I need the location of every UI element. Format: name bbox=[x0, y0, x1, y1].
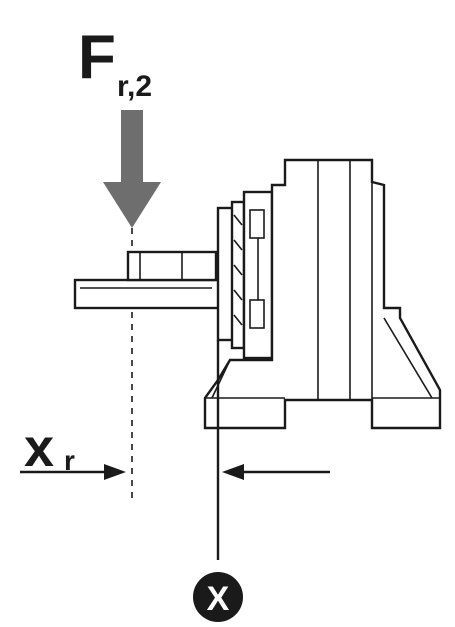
force-label-subscript: r,2 bbox=[117, 70, 152, 103]
force-arrow-head bbox=[103, 182, 161, 228]
shaft-flange bbox=[73, 278, 222, 310]
housing bbox=[203, 158, 442, 430]
force-arrow-shaft bbox=[121, 110, 143, 186]
force-arrow bbox=[103, 110, 161, 228]
shaft-collar bbox=[126, 250, 218, 282]
bearing-section bbox=[216, 190, 274, 360]
distance-label-main: x bbox=[24, 418, 54, 478]
dimension-arrows bbox=[20, 464, 330, 480]
reference-marker-label: X bbox=[207, 580, 230, 618]
dimension-arrowhead-left bbox=[104, 464, 126, 480]
reference-marker-circle bbox=[193, 572, 243, 622]
distance-label-subscript: r bbox=[64, 445, 75, 476]
force-label-main: F bbox=[78, 23, 116, 92]
dimension-arrowhead-right bbox=[222, 464, 244, 480]
reference-marker: X bbox=[193, 572, 243, 622]
housing-outline bbox=[203, 158, 442, 430]
output-shaft bbox=[73, 250, 222, 310]
